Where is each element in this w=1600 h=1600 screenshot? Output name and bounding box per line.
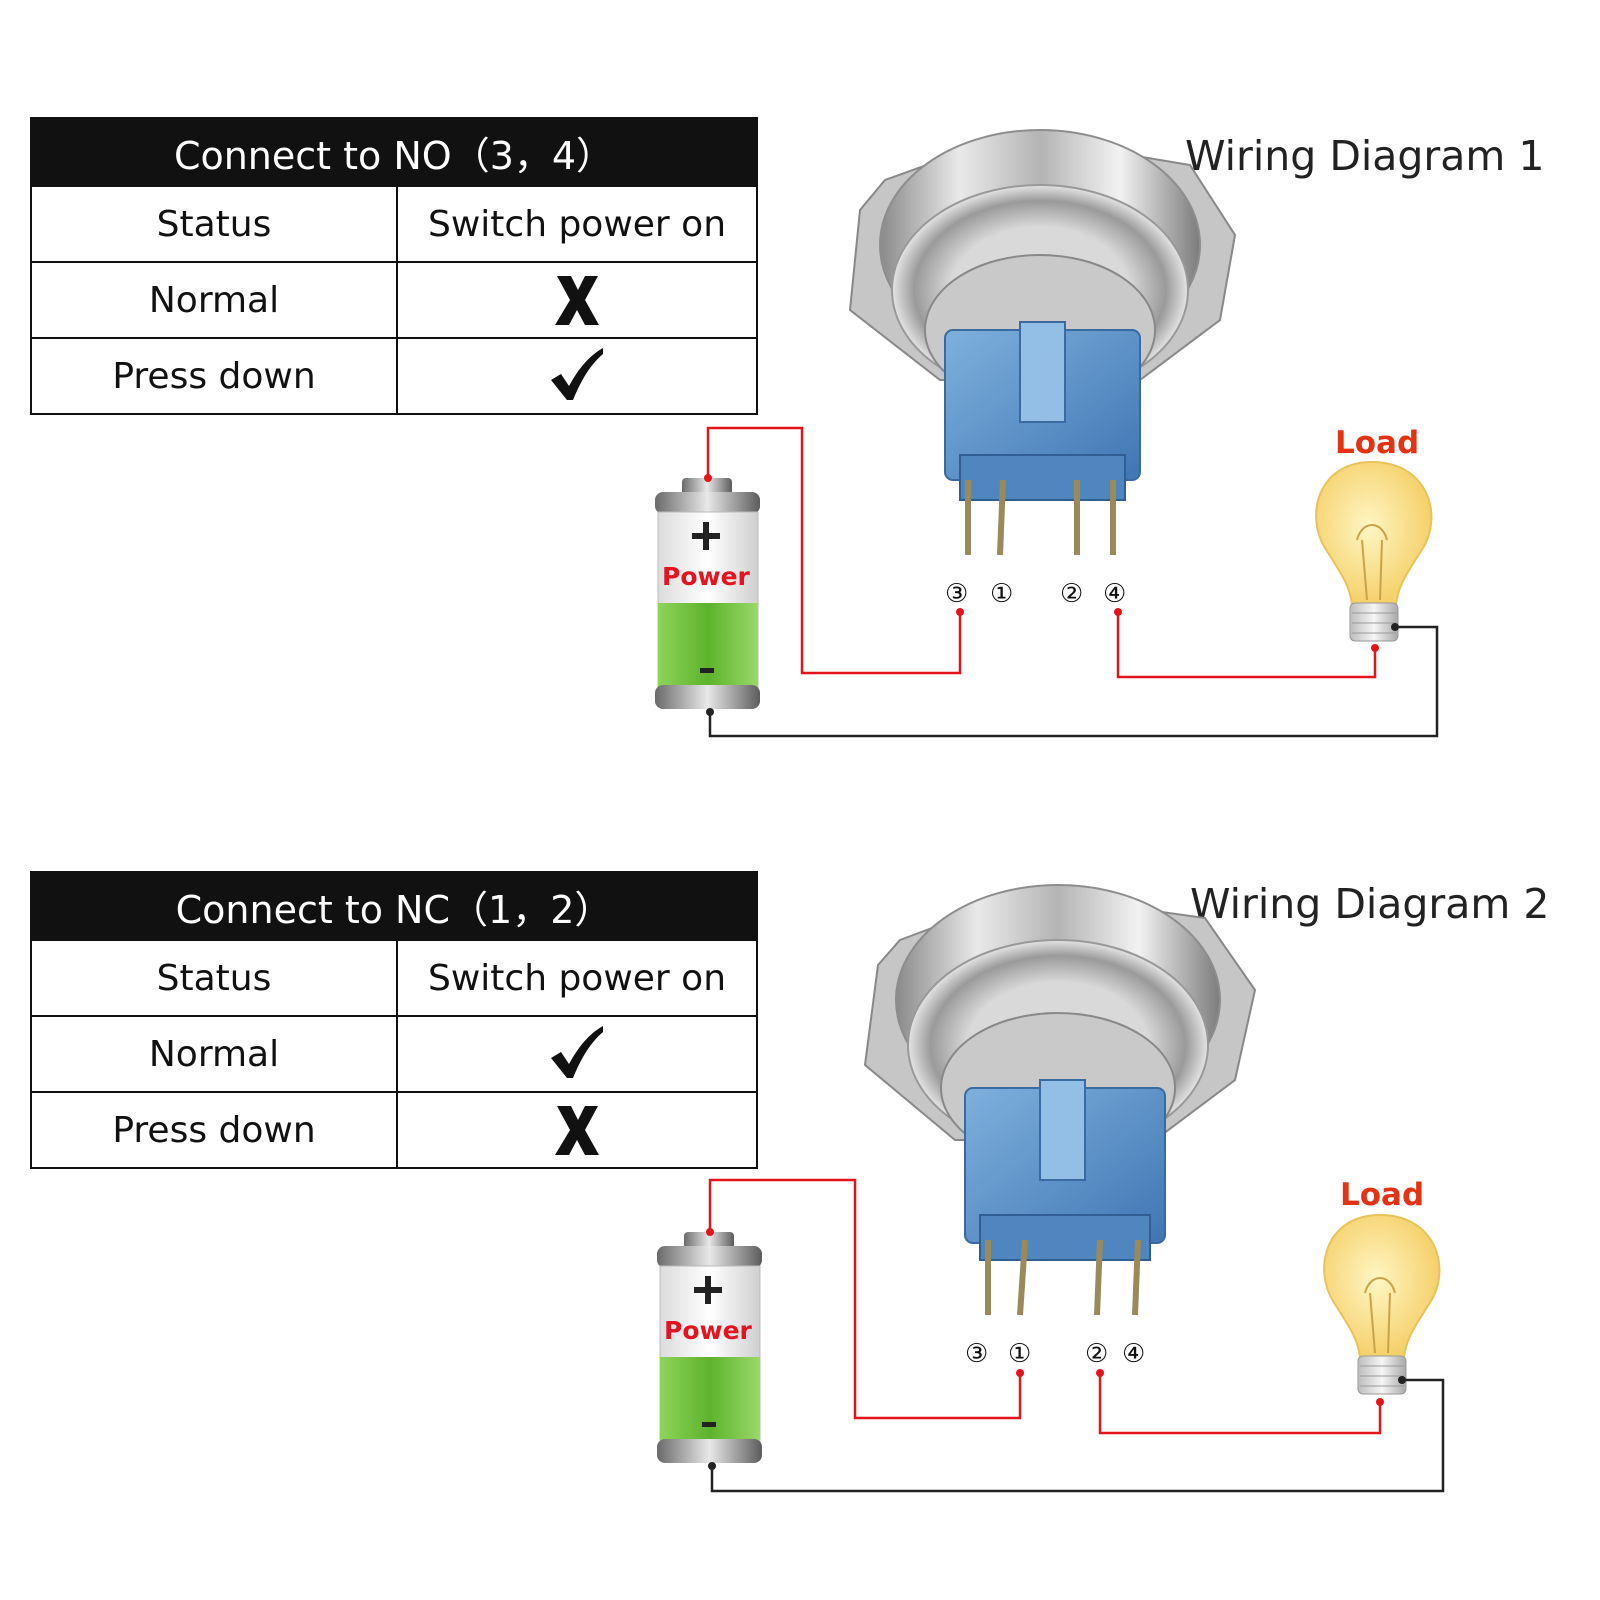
- pin-label: ②: [1085, 1339, 1108, 1369]
- table-row: Press down: [30, 337, 758, 415]
- pin-labels-2: ③ ① ② ④: [965, 1339, 1145, 1369]
- battery-label: Power: [664, 1316, 753, 1345]
- table-row: Press down: [30, 1091, 758, 1169]
- load-label: Load: [1340, 1177, 1424, 1213]
- status-cell: Normal: [30, 1015, 398, 1093]
- table-row: Normal: [30, 261, 758, 339]
- status-cell: Press down: [30, 1091, 398, 1169]
- diagram-title-2: Wiring Diagram 2: [1190, 880, 1550, 928]
- status-cell: Normal: [30, 261, 398, 339]
- battery-1: Power: [655, 478, 760, 709]
- table-header: Connect to NO（3，4）: [30, 117, 758, 187]
- column-header-power: Switch power on: [396, 185, 758, 263]
- power-cell: [396, 1091, 758, 1169]
- pin-label: ②: [1060, 579, 1083, 609]
- battery-label: Power: [662, 562, 751, 591]
- diagram-title-1: Wiring Diagram 1: [1185, 132, 1545, 180]
- push-button-switch-1: [848, 129, 1237, 556]
- pin-label: ①: [990, 579, 1013, 609]
- column-header-status: Status: [30, 939, 398, 1017]
- push-button-switch-2: [863, 884, 1257, 1316]
- battery-2: Power: [657, 1232, 762, 1463]
- pin-label: ①: [1008, 1339, 1031, 1369]
- cross-icon: [555, 276, 599, 325]
- pin-label: ④: [1122, 1339, 1145, 1369]
- pin-label: ④: [1103, 579, 1126, 609]
- power-cell: [396, 337, 758, 415]
- load-label: Load: [1335, 425, 1419, 461]
- pin-label: ③: [965, 1339, 988, 1369]
- power-cell: [396, 261, 758, 339]
- status-table-nc: Connect to NC（1，2） Status Switch power o…: [30, 871, 758, 1169]
- light-bulb-1: Load: [1315, 425, 1433, 642]
- power-cell: [396, 1015, 758, 1093]
- column-header-status: Status: [30, 185, 398, 263]
- check-icon: [551, 348, 603, 400]
- wires-2: [706, 1178, 1445, 1493]
- table-header: Connect to NC（1，2）: [30, 871, 758, 941]
- column-header-power: Switch power on: [396, 939, 758, 1017]
- status-cell: Press down: [30, 337, 398, 415]
- light-bulb-2: Load: [1323, 1177, 1441, 1395]
- cross-icon: [555, 1106, 599, 1155]
- pin-labels-1: ③ ① ② ④: [945, 579, 1126, 609]
- status-table-no: Connect to NO（3，4） Status Switch power o…: [30, 117, 758, 415]
- wires-1: [704, 426, 1439, 738]
- pin-label: ③: [945, 579, 968, 609]
- check-icon: [551, 1026, 603, 1078]
- table-row: Normal: [30, 1015, 758, 1093]
